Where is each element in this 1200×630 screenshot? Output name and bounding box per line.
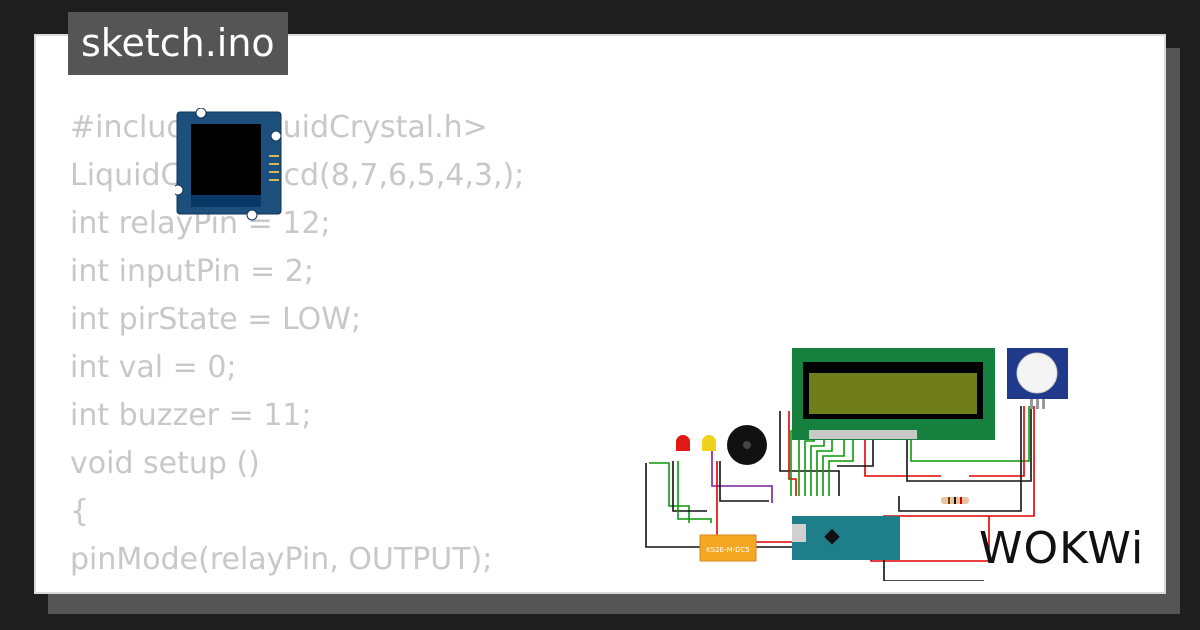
relay: KS2E-M-DC5 <box>699 534 757 562</box>
code-line: pinMode(buzzer, OUTPUT); <box>70 584 524 592</box>
code-line: { <box>70 494 90 529</box>
arduino-nano <box>792 516 900 560</box>
buzzer <box>727 425 767 465</box>
lcd-1602 <box>792 348 995 440</box>
code-line: void setup () <box>70 446 260 481</box>
relay-label: KS2E-M-DC5 <box>706 546 750 554</box>
red-led <box>676 435 690 451</box>
code-line: int buzzer = 11; <box>70 398 312 433</box>
code-line: int inputPin = 2; <box>70 254 314 289</box>
code-line: int pirState = LOW; <box>70 302 362 337</box>
code-listing: #include <LiquidCrystal.h> LiquidCrystal… <box>70 104 525 592</box>
code-line: int relayPin = 12; <box>70 206 331 241</box>
pir-sensor <box>1007 348 1068 409</box>
preview-card[interactable]: #include <LiquidCrystal.h> LiquidCrystal… <box>34 34 1166 594</box>
wokwi-logo[interactable]: WOKWi <box>979 523 1145 574</box>
code-line: #include <LiquidCrystal.h> <box>70 110 488 145</box>
code-line: LiquidCrystal lcd(8,7,6,5,4,3,); <box>70 158 525 193</box>
code-line: int val = 0; <box>70 350 237 385</box>
resistor <box>941 497 969 504</box>
oled-display <box>175 108 282 221</box>
yellow-led <box>702 435 716 451</box>
circuit-diagram: KS2E-M-DC5 <box>645 348 1068 581</box>
code-line: pinMode(relayPin, OUTPUT); <box>70 542 493 577</box>
file-title-tab[interactable]: sketch.ino <box>68 12 288 75</box>
